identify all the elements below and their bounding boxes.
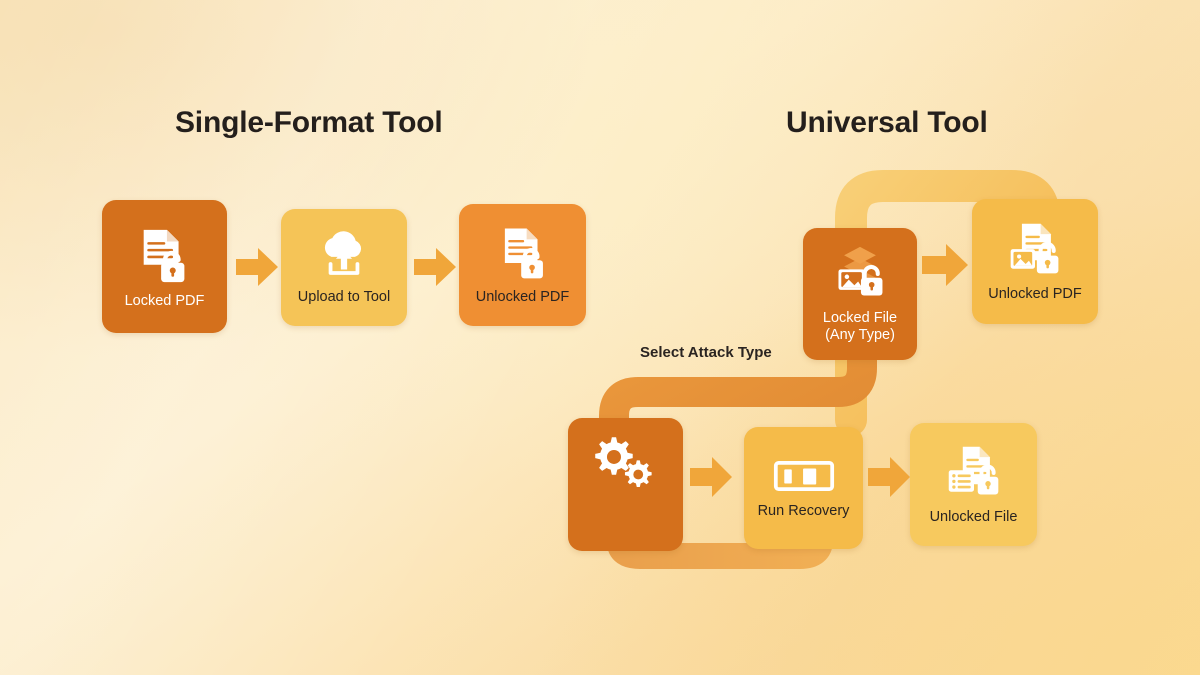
arrow-run-recovery-to-unlocked-file bbox=[866, 453, 914, 506]
unlocked-document-image-icon bbox=[1005, 221, 1065, 279]
node-label: Upload to Tool bbox=[297, 288, 391, 305]
section-heading-universal: Universal Tool bbox=[786, 106, 988, 139]
node-label: Locked PDF bbox=[124, 292, 205, 309]
arrow-upload-to-unlocked-pdf bbox=[412, 243, 460, 296]
locked-multiformat-file-icon bbox=[830, 245, 890, 303]
node-label: Run Recovery bbox=[757, 503, 850, 520]
cloud-upload-icon bbox=[315, 230, 373, 282]
node-unlocked-pdf-universal[interactable]: Unlocked PDF bbox=[972, 199, 1098, 324]
unlocked-document-icon bbox=[494, 224, 552, 282]
node-label: Unlocked PDF bbox=[475, 289, 570, 306]
node-locked-file-any-type[interactable]: Locked File (Any Type) bbox=[803, 228, 917, 360]
arrow-settings-to-run-recovery bbox=[688, 453, 736, 506]
node-label: Unlocked File bbox=[929, 508, 1018, 525]
locked-document-icon bbox=[134, 224, 196, 286]
node-upload-to-tool[interactable]: Upload to Tool bbox=[281, 209, 407, 326]
section-heading-single-format: Single-Format Tool bbox=[175, 106, 443, 139]
unlocked-file-list-icon bbox=[944, 444, 1004, 502]
node-run-recovery[interactable]: Run Recovery bbox=[744, 427, 863, 549]
node-locked-pdf[interactable]: Locked PDF bbox=[102, 200, 227, 333]
arrow-locked-file-to-unlocked-pdf bbox=[920, 240, 972, 295]
node-unlocked-file[interactable]: Unlocked File bbox=[910, 423, 1037, 546]
node-label: Locked File (Any Type) bbox=[822, 309, 898, 343]
arrow-locked-pdf-to-upload bbox=[234, 243, 282, 296]
progress-bar-icon bbox=[773, 456, 835, 496]
node-unlocked-pdf-single[interactable]: Unlocked PDF bbox=[459, 204, 586, 326]
label-select-attack-type: Select Attack Type bbox=[640, 344, 772, 361]
node-attack-settings[interactable] bbox=[568, 418, 683, 551]
node-label: Unlocked PDF bbox=[988, 285, 1082, 302]
gears-icon bbox=[594, 437, 658, 496]
